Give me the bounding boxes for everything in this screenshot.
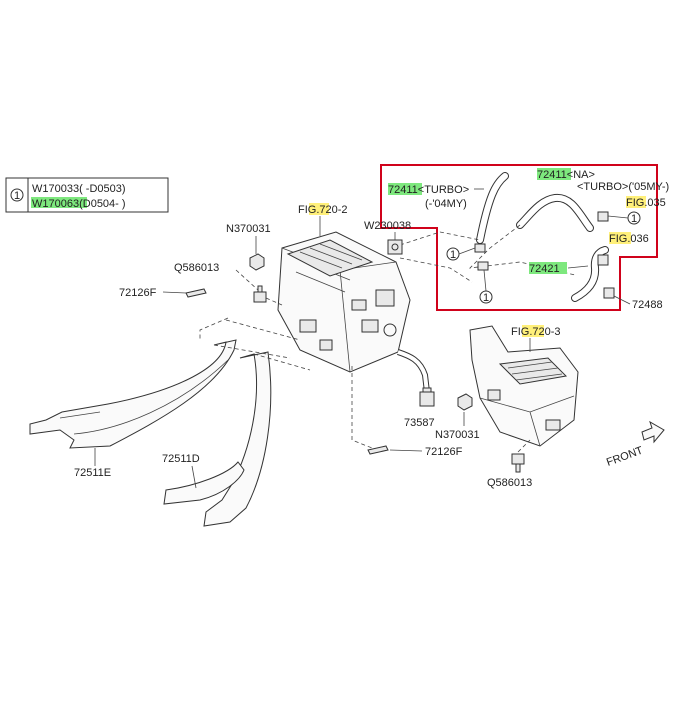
legend-row-2: W170063(D0504- ) [32,198,126,210]
label-fig035: FIG.035 [626,197,666,209]
part-w230038 [387,239,403,255]
label-front: FRONT [605,444,645,468]
bolt-q586013-top [253,285,267,303]
label-q586013-bottom: Q586013 [487,477,532,489]
nut-n370031-top [249,253,265,271]
legend-symbol: 1 [14,190,20,202]
label-fig720-2: FIG.720-2 [298,204,348,216]
label-w230038: W230038 [364,220,411,232]
marker-circle-1: 1 1 1 [446,211,641,304]
label-n370031-top: N370031 [226,223,271,235]
label-72488: 72488 [632,299,663,311]
label-72421: 72421 [529,263,560,275]
label-fig720-3: FIG.720-3 [511,326,561,338]
hose-72411-turbo [476,172,509,244]
blower-unit [469,325,579,447]
duct-72511e [29,339,237,449]
legend-box: 1 W170033( -D0503) W170063(D0504- ) [5,177,169,213]
label-72511d: 72511D [162,453,200,465]
grommet-73587 [419,387,435,407]
heater-unit [277,231,411,373]
label-72411-turbo: 72411<TURBO> [388,184,469,196]
label-72511e: 72511E [74,467,111,479]
duct-72511d [163,351,272,527]
hose-72411-na [516,193,594,232]
label-72126f-left: 72126F [119,287,157,299]
clip-72126f-left [185,288,207,298]
bolt-q586013-bottom [511,453,525,473]
svg-text:1: 1 [483,292,489,304]
label-na-years: <TURBO>('05MY-) [577,181,669,193]
hose-72421 [571,246,609,302]
label-73587: 73587 [404,417,435,429]
label-q586013-top: Q586013 [174,262,219,274]
label-72126f-bottom: 72126F [425,446,463,458]
label-n370031-bottom: N370031 [435,429,480,441]
front-arrow-icon [641,420,665,444]
legend-row-1: W170033( -D0503) [32,183,126,195]
label-fig036: FIG.036 [609,233,649,245]
hose-highlight-box [380,164,658,311]
hose-clamp [474,211,615,299]
svg-text:1: 1 [450,249,456,261]
label-turbo-years: (-'04MY) [425,198,467,210]
svg-text:1: 1 [631,213,637,225]
clip-72126f-bottom [367,445,389,455]
nut-n370031-bottom [457,393,473,411]
label-72411-na: 72411<NA> [537,169,595,181]
